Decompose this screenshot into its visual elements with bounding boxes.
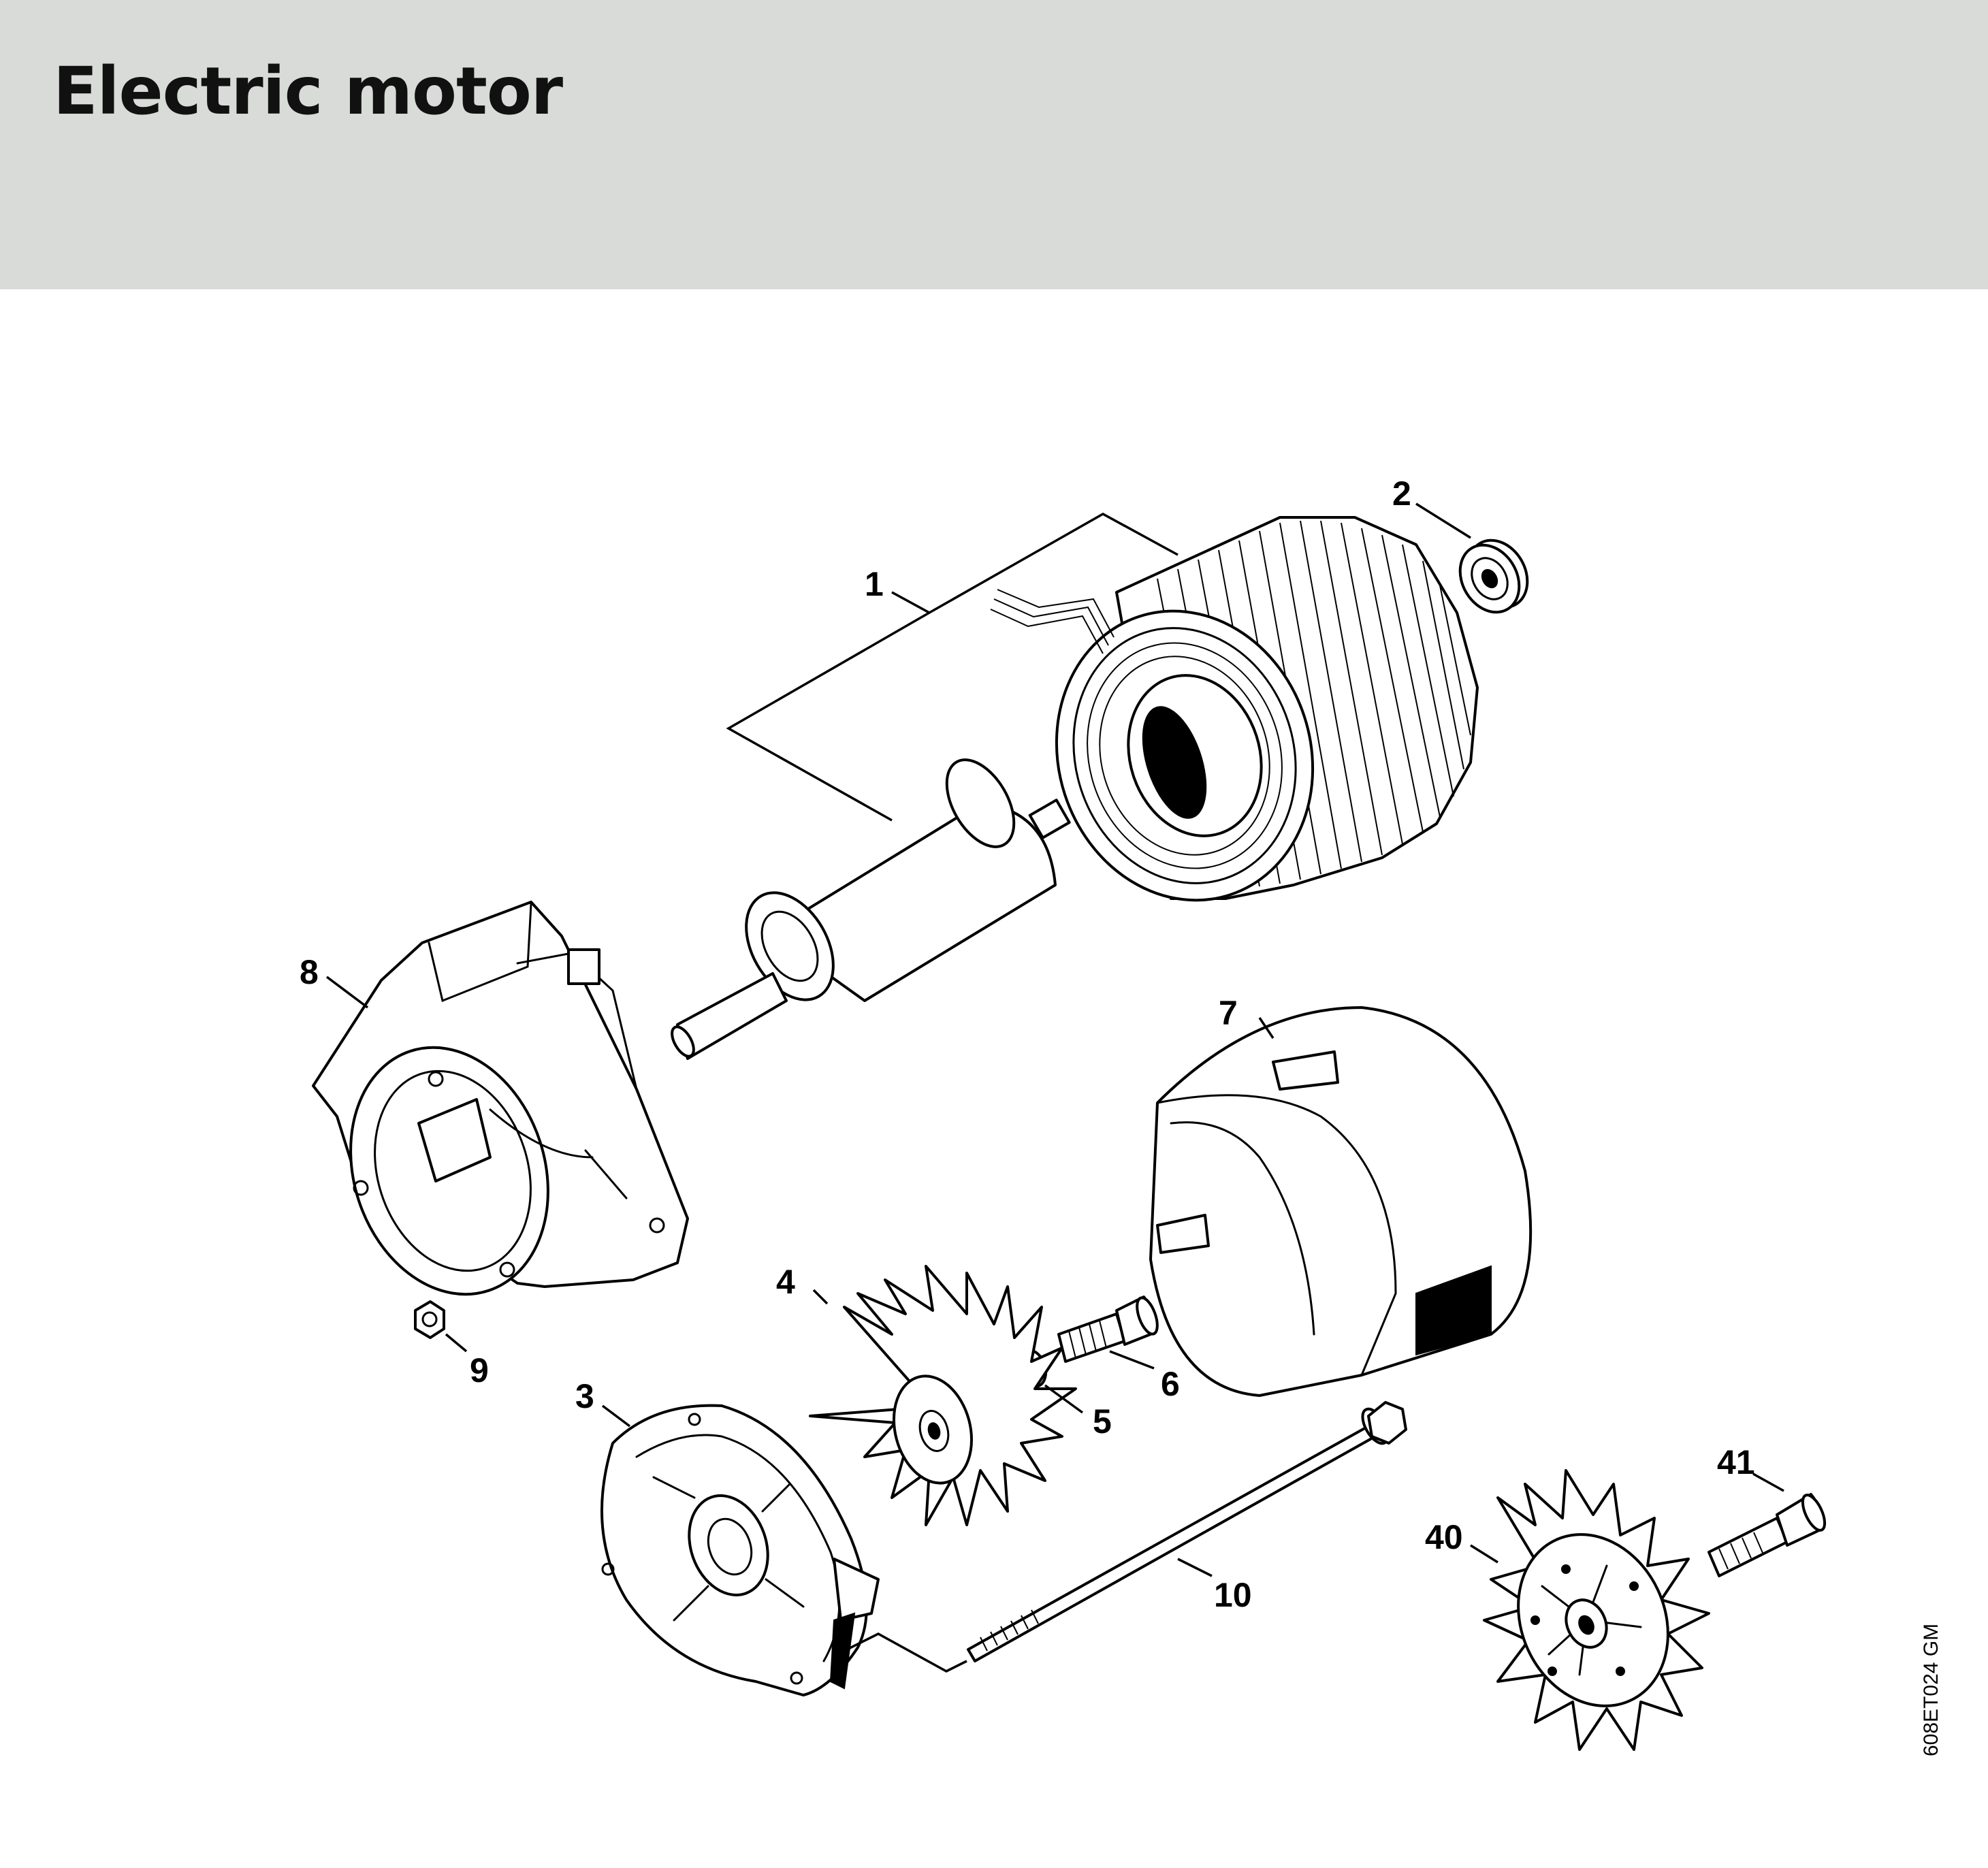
rear-cap-screw-part [1708,1493,1827,1577]
header-band [0,0,1988,289]
fan-part [809,1265,1077,1526]
callout-4: 4 [776,1263,795,1301]
ball-bearing-part [1458,538,1529,614]
end-shield-part [600,1404,880,1696]
stator-part [990,516,1479,902]
rotor-part [671,758,1071,1060]
rear-fan-part [1483,1469,1710,1751]
tie-rod-part [967,1401,1407,1662]
flange-housing-part [312,901,689,1296]
callout-2: 2 [1392,474,1411,513]
callout-1: 1 [865,565,884,603]
drawing-reference-code: 608ET024 GM [1920,1623,1942,1756]
callout-40: 40 [1425,1518,1463,1556]
callout-9: 9 [470,1351,489,1389]
callout-10: 10 [1214,1576,1252,1614]
page-title: Electric motor [53,53,563,129]
fan-cover-part [1149,1006,1533,1397]
callout-6: 6 [1161,1365,1180,1403]
cap-screw-part [1057,1295,1159,1363]
callout-5: 5 [1093,1402,1112,1440]
callout-8: 8 [300,953,319,991]
nut-part [414,1300,445,1339]
callout-41: 41 [1717,1443,1755,1481]
leader-lines [325,502,1784,1673]
callout-3: 3 [575,1377,594,1415]
callout-7: 7 [1219,994,1238,1032]
